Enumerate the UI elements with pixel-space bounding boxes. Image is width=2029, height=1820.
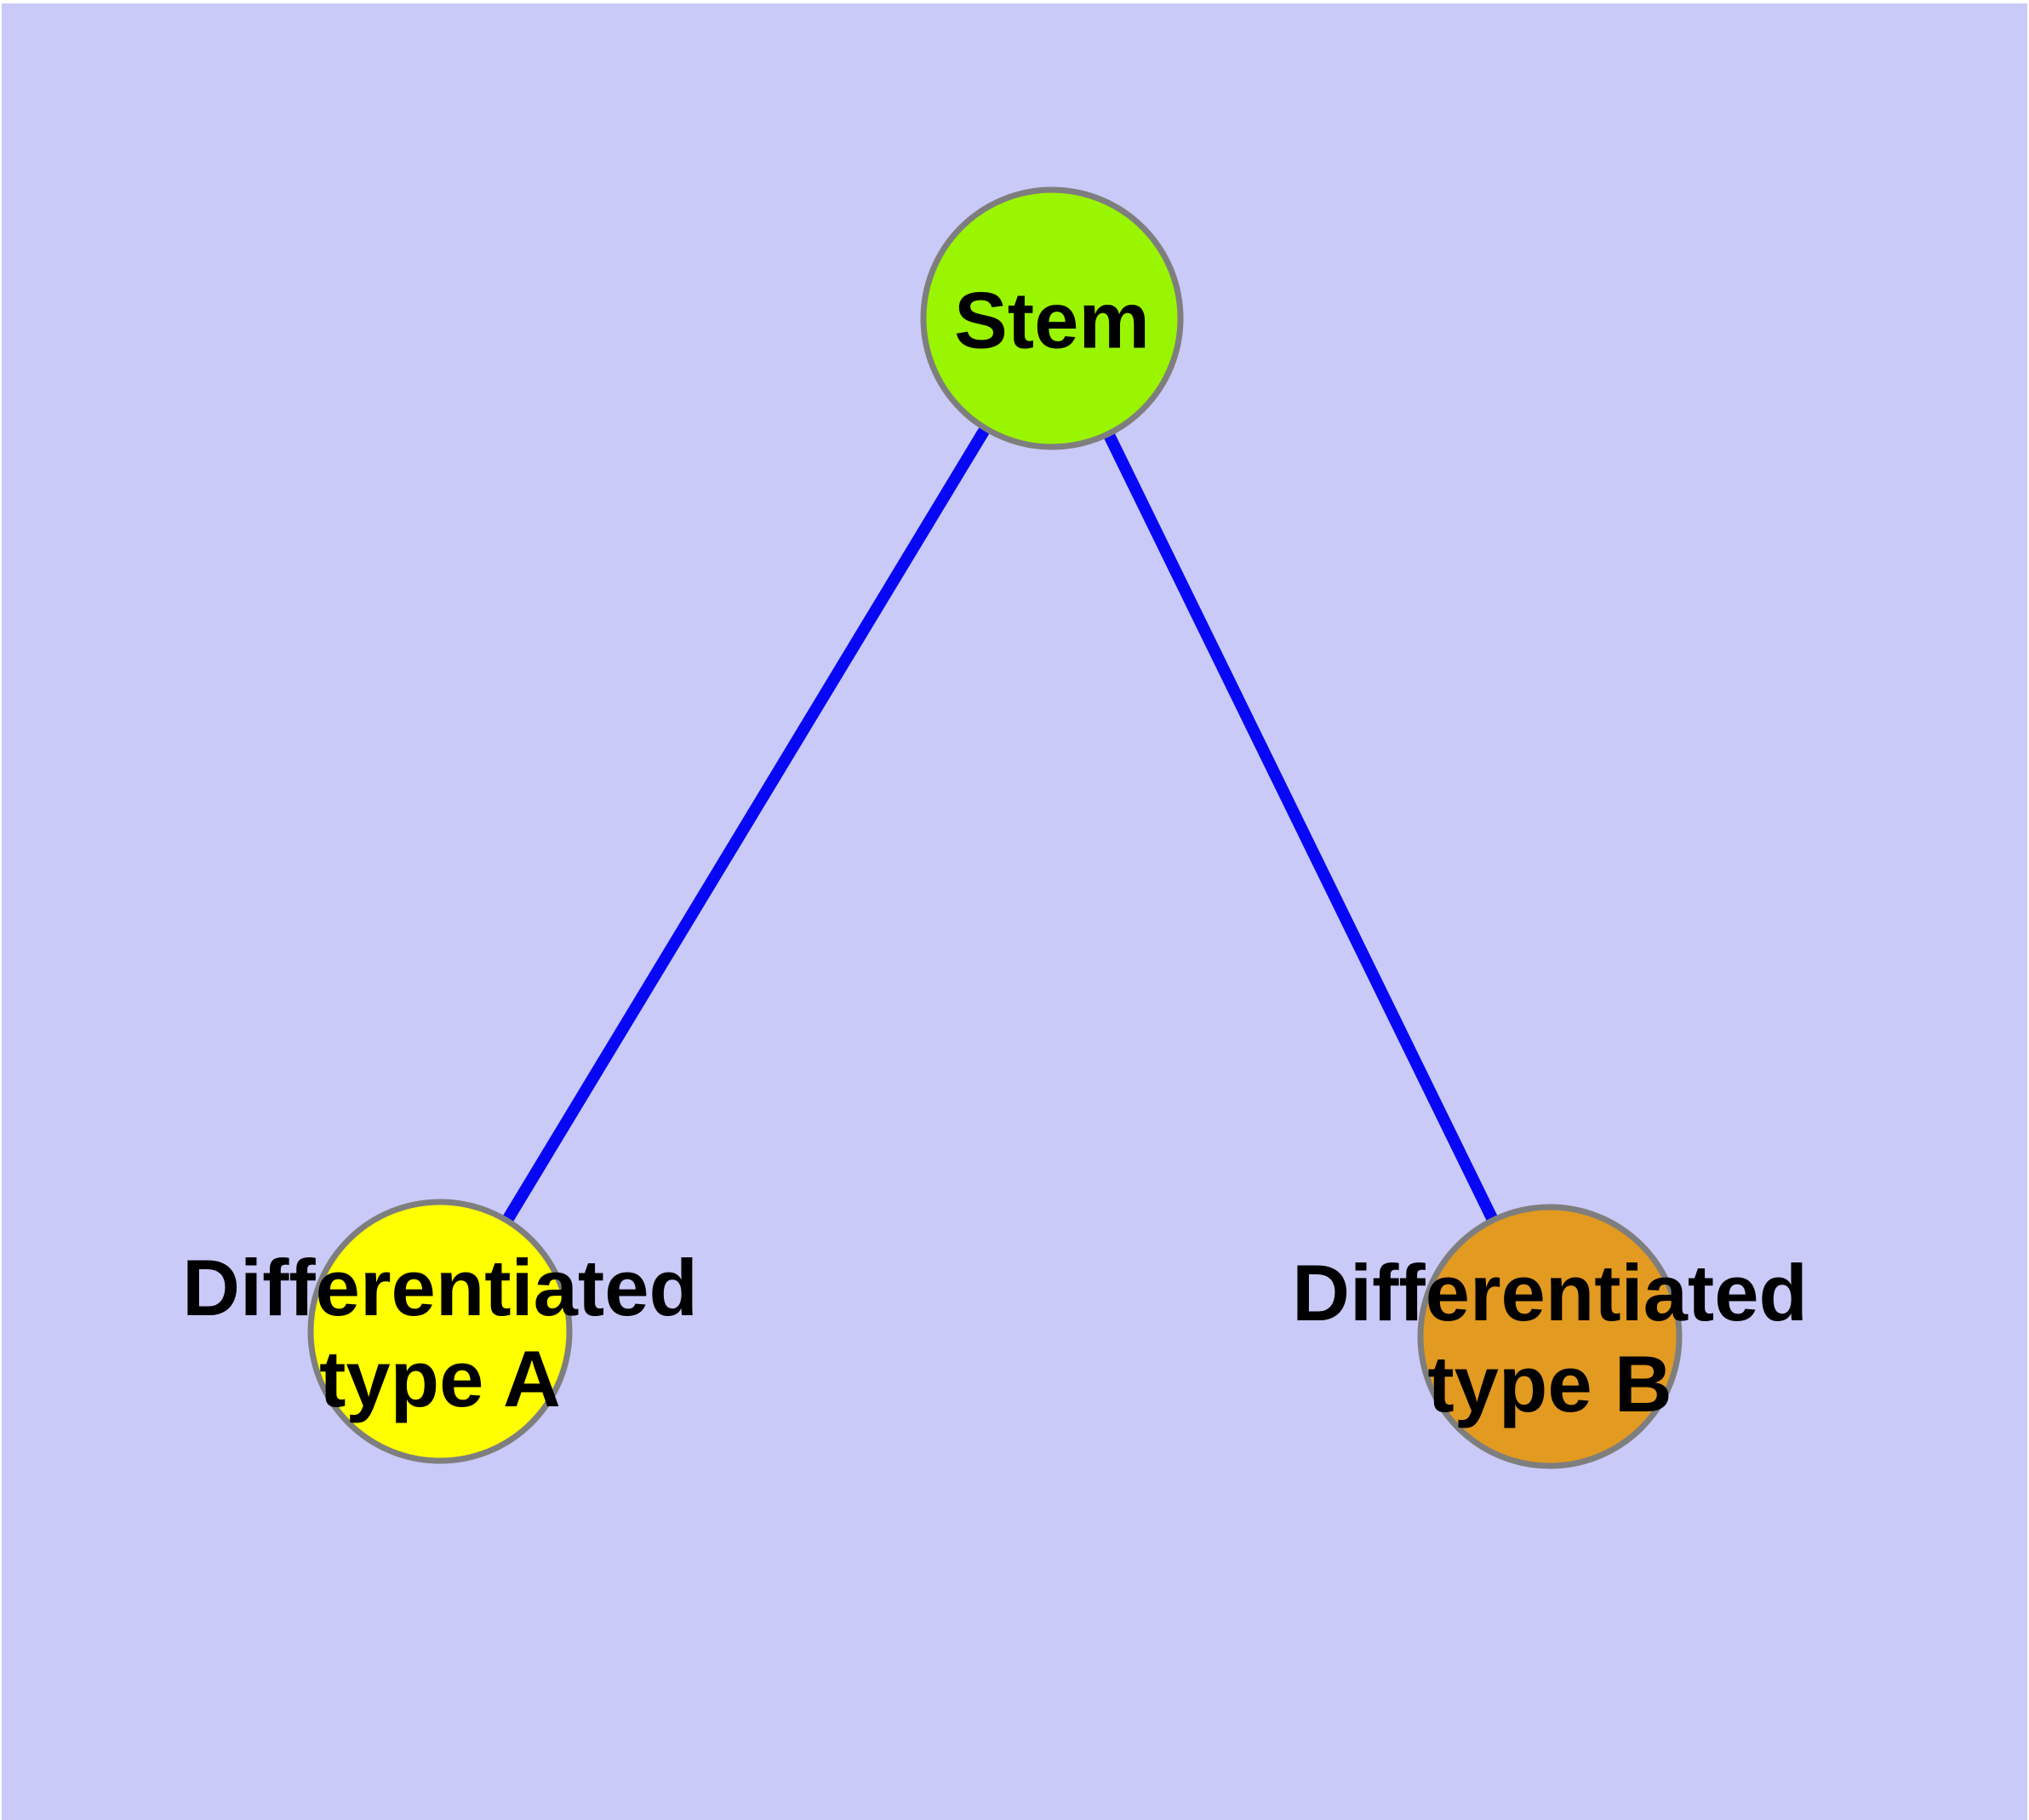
node-type-a-label: Differentiated type A [182,1242,698,1424]
node-type-b-label: Differentiated type B [1292,1247,1808,1429]
node-type-b-label-line2: type B [1427,1339,1672,1428]
edge-stem-to-type-b [1046,315,1556,1340]
node-stem-label: Stem [954,275,1150,366]
edge-stem-to-type-a [435,315,1057,1335]
node-type-a-label-line2: type A [319,1334,561,1423]
node-type-a-circle [307,1199,573,1464]
node-type-b-label-line1: Differentiated [1292,1248,1808,1337]
node-type-b-circle [1417,1204,1683,1469]
node-stem-circle [920,186,1184,450]
node-stem-label-line: Stem [954,275,1150,365]
node-type-a-label-line1: Differentiated [182,1243,698,1332]
